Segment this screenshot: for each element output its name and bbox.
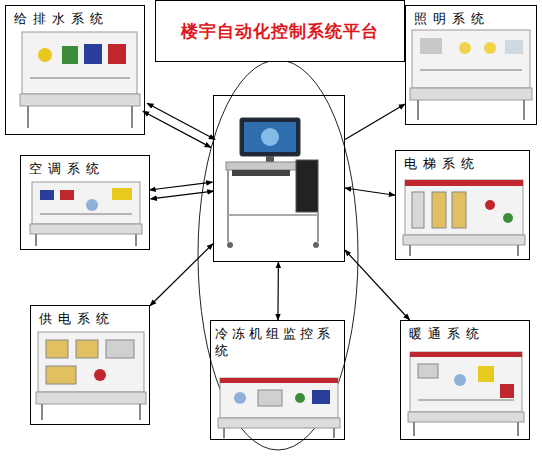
chiller-panel-illustration xyxy=(218,378,340,438)
system-box: 照明系统 xyxy=(405,5,537,125)
water-panel-illustration xyxy=(20,32,140,128)
system-box xyxy=(213,95,345,262)
system-box: 电梯系统 xyxy=(395,150,530,260)
system-label: 照明系统 xyxy=(406,6,536,27)
link-arrow xyxy=(149,182,212,190)
title-box: 楼宇自动化控制系统平台 xyxy=(155,0,405,62)
link-arrow xyxy=(147,103,215,139)
system-box: 暖通系统 xyxy=(400,320,530,440)
link-arrow xyxy=(151,191,214,199)
diagram-title: 楼宇自动化控制系统平台 xyxy=(181,20,379,43)
elevator-panel-illustration xyxy=(403,180,525,256)
system-label: 供电系统 xyxy=(31,306,149,327)
system-label: 冷冻机组监控系统 xyxy=(211,321,344,359)
link-arrow xyxy=(345,188,395,195)
link-arrow xyxy=(143,111,211,147)
lighting-panel-illustration xyxy=(410,30,532,120)
link-arrow xyxy=(277,262,279,320)
system-label: 暖通系统 xyxy=(401,321,529,342)
link-arrow xyxy=(345,104,405,139)
system-label: 给排水系统 xyxy=(6,6,144,27)
link-arrow xyxy=(150,244,213,306)
computer-illustration xyxy=(226,118,319,248)
system-box: 空调系统 xyxy=(20,155,150,250)
system-label: 空调系统 xyxy=(21,156,149,177)
ac-panel-illustration xyxy=(30,182,142,246)
heating-panel-illustration xyxy=(408,352,524,436)
power-panel-illustration xyxy=(36,332,146,420)
system-box: 冷冻机组监控系统 xyxy=(210,320,345,440)
platform-ellipse xyxy=(198,60,358,450)
system-label: 电梯系统 xyxy=(396,151,529,172)
system-box: 给排水系统 xyxy=(5,5,145,135)
system-box: 供电系统 xyxy=(30,305,150,425)
link-arrow xyxy=(345,250,410,320)
